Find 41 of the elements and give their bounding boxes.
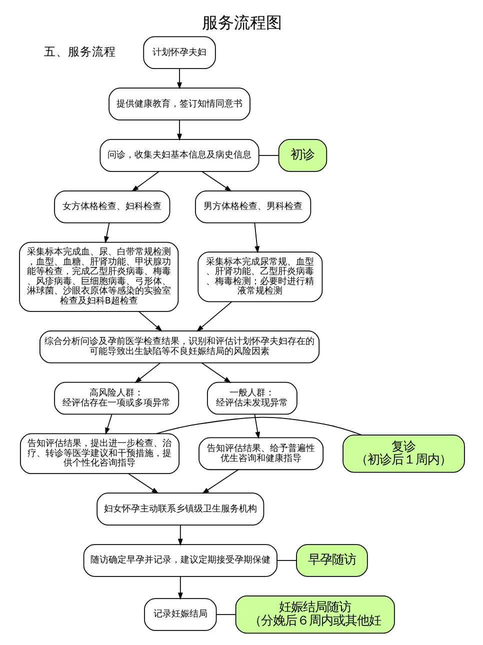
node-box: 告知评估结果，提出进一步检查、治疗、转诊等医学建议和干预措施，提供个性化咨询指导 bbox=[19, 433, 180, 474]
node-box: 提供健康教育，签订知情同意书 bbox=[108, 88, 250, 120]
node-box: 妇女怀孕主动联系乡镇级卫生服务机构 bbox=[96, 492, 264, 526]
node-box: 采集标本完成尿常规、血型、肝肾功能、乙型肝炎病毒、梅毒检测；必要时进行精液常规检测 bbox=[197, 252, 322, 302]
connector bbox=[216, 614, 236, 615]
arrow bbox=[177, 576, 182, 600]
arrow bbox=[254, 414, 260, 440]
arrow bbox=[200, 362, 231, 384]
arrow bbox=[104, 222, 110, 244]
arrow bbox=[177, 524, 182, 546]
label: 五、服务流程 bbox=[44, 44, 116, 59]
node-box: 告知评估结果、给予普遍性优生咨询和健康指导 bbox=[198, 437, 324, 470]
node-box: 早孕随访 bbox=[296, 544, 368, 577]
arrow bbox=[131, 171, 159, 192]
node-box: 女方体格检查、妇科检查 bbox=[54, 190, 170, 224]
arrow bbox=[254, 222, 260, 254]
arrow bbox=[134, 362, 160, 384]
connector bbox=[155, 416, 362, 436]
node-box: 妊娠结局随访 （分娩后６周内或其他妊 bbox=[234, 595, 394, 634]
arrow bbox=[196, 301, 232, 332]
connector bbox=[276, 560, 296, 561]
arrow bbox=[201, 469, 238, 494]
node-box: 男方体格检查、男科检查 bbox=[194, 190, 311, 224]
node-box: 综合分析问诊及孕前医学检查结果，识别和评估计划怀孕夫妇存在的可能导致出生缺陷等不良妊娠结局的风险因素 bbox=[38, 330, 320, 364]
connector bbox=[258, 155, 279, 156]
node-box: 初诊 bbox=[278, 139, 327, 172]
node-box: 问诊，收集夫妇基本信息及病史信息 bbox=[99, 139, 259, 172]
arrow bbox=[138, 311, 162, 332]
diagram-title: 服务流程图 bbox=[202, 13, 282, 32]
arrow bbox=[201, 171, 232, 192]
node-box: 一般人群： 经评估未发现异常 bbox=[206, 382, 297, 415]
node-box: 复诊 （初诊后１周内） bbox=[342, 434, 464, 473]
node-box: 随访确定早孕并记录，建议定期接受孕期保健 bbox=[82, 544, 277, 577]
arrow bbox=[104, 414, 112, 435]
node-box: 记录妊娠结局 bbox=[144, 598, 216, 631]
arrow bbox=[176, 120, 182, 141]
arrow bbox=[127, 473, 158, 494]
node-box: 计划怀孕夫妇 bbox=[142, 36, 216, 70]
arrow bbox=[176, 68, 182, 90]
node-box: 采集标本完成血、尿、白带常规检测，血型、血糖、肝肾功能、甲状腺功能等检查，完成乙型肝炎病毒、梅毒、风疹病毒、巨细胞病毒、弓形体、淋球菌、沙眼衣原体等感染的实验室检查及妇科B超检查 bbox=[18, 242, 178, 312]
node-box: 高风险人群： 经评估存在一项或多项异常 bbox=[54, 382, 179, 415]
